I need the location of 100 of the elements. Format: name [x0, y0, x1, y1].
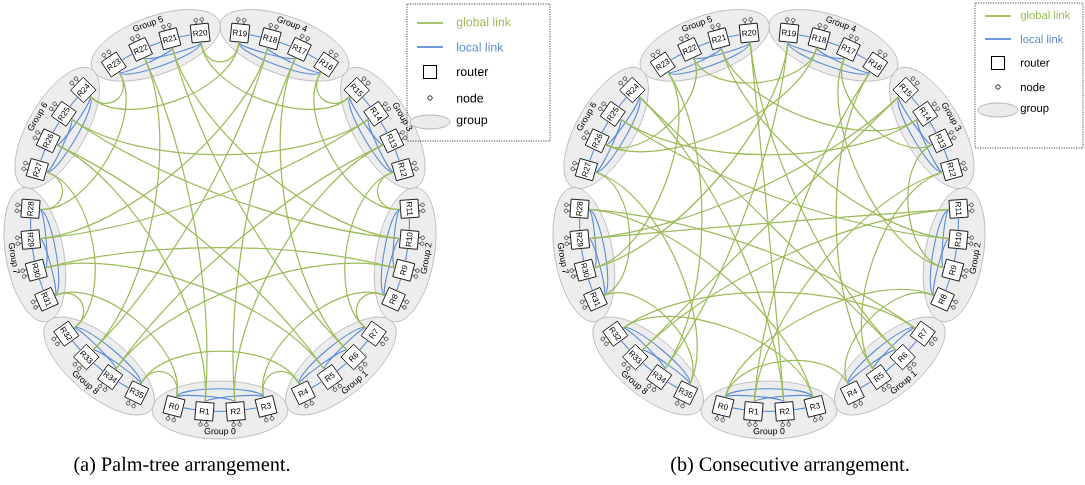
- local-link: [797, 34, 811, 38]
- local-link: [213, 410, 227, 412]
- router-box: R13: [379, 128, 405, 154]
- local-link: [642, 362, 653, 372]
- local-link: [69, 96, 78, 108]
- router-box: R4: [290, 380, 316, 406]
- local-link: [238, 41, 296, 60]
- router-box: R27: [574, 158, 598, 182]
- legend-text: node: [1021, 82, 1045, 92]
- local-link: [56, 96, 91, 146]
- router-box: R3: [254, 395, 278, 418]
- local-link: [816, 47, 871, 74]
- router-box: R0: [711, 395, 735, 418]
- local-link: [787, 41, 871, 75]
- local-link: [38, 278, 44, 291]
- router-box: R28: [20, 198, 41, 219]
- local-link: [588, 208, 609, 296]
- local-link: [93, 362, 104, 372]
- global-link: [619, 118, 919, 156]
- router-box: R12: [391, 158, 415, 182]
- local-link: [641, 349, 691, 385]
- router-box: R8: [930, 286, 955, 312]
- local-link: [670, 53, 682, 61]
- local-link: [856, 53, 868, 61]
- local-link: [916, 118, 944, 173]
- router-box: R35: [124, 380, 150, 406]
- router-box: R9: [392, 258, 416, 282]
- router-box: R5: [316, 364, 343, 391]
- local-link: [45, 96, 92, 173]
- local-link: [39, 208, 60, 296]
- local-link: [380, 208, 401, 296]
- router-box: R21: [158, 27, 182, 51]
- local-link: [336, 362, 347, 372]
- local-link: [580, 248, 585, 262]
- legend-text: local link: [457, 42, 504, 52]
- legend-text: router: [457, 68, 489, 77]
- router-box: R23: [649, 51, 676, 78]
- local-link: [267, 47, 322, 74]
- local-link: [182, 407, 196, 411]
- router-box: R16: [862, 51, 889, 78]
- local-link: [885, 362, 896, 372]
- router-box: R31: [583, 286, 608, 312]
- router-box: R18: [807, 27, 831, 51]
- local-link: [408, 217, 410, 231]
- global-link: [313, 71, 401, 211]
- router-box: R1: [743, 401, 764, 422]
- router-box: R2: [774, 401, 795, 422]
- local-link: [731, 407, 745, 411]
- local-link: [698, 41, 711, 47]
- local-link: [30, 217, 32, 231]
- local-link: [929, 121, 937, 134]
- router-box: R31: [34, 286, 59, 312]
- router-box: R26: [35, 128, 61, 154]
- local-link: [359, 340, 369, 351]
- local-link: [45, 118, 73, 173]
- local-link: [945, 278, 951, 291]
- router-box: R8: [381, 286, 406, 312]
- router-box: R7: [909, 320, 936, 347]
- local-link: [587, 278, 593, 291]
- global-link: [605, 57, 697, 149]
- local-link: [957, 217, 959, 231]
- legend-text: group: [456, 117, 488, 127]
- local-link: [121, 53, 133, 61]
- local-link: [244, 407, 258, 411]
- local-link: [793, 407, 807, 411]
- router-box: R5: [865, 364, 892, 391]
- local-link: [622, 327, 691, 385]
- global-link: [605, 47, 818, 153]
- local-link: [278, 41, 292, 47]
- local-link: [594, 96, 641, 173]
- router-box: R19: [778, 22, 800, 44]
- local-link: [724, 388, 814, 398]
- local-link: [953, 248, 958, 262]
- local-link: [667, 41, 751, 75]
- caption: (a) Palm-tree arrangement.: [74, 456, 290, 476]
- local-link: [588, 208, 597, 269]
- local-link: [847, 327, 916, 385]
- local-link: [787, 41, 845, 60]
- local-link: [204, 394, 265, 403]
- router-box: R30: [24, 258, 48, 282]
- local-link: [31, 248, 36, 262]
- router-box: R0: [162, 395, 186, 418]
- global-link: [115, 144, 384, 370]
- local-link: [396, 278, 402, 291]
- router-box: R20: [738, 22, 760, 44]
- local-link: [323, 327, 367, 370]
- local-link: [380, 121, 388, 134]
- router-box: R22: [128, 37, 153, 62]
- global-link: [54, 292, 85, 329]
- router-box: R35: [673, 380, 699, 406]
- router-box: R19: [229, 22, 251, 44]
- local-link: [666, 381, 679, 389]
- local-link: [605, 96, 640, 146]
- local-link: [149, 41, 162, 47]
- router-box: R18: [258, 27, 282, 51]
- legend-text: global link: [1020, 10, 1071, 22]
- local-link: [40, 149, 46, 162]
- local-link: [908, 340, 918, 351]
- local-link: [348, 96, 395, 173]
- local-link: [298, 327, 367, 385]
